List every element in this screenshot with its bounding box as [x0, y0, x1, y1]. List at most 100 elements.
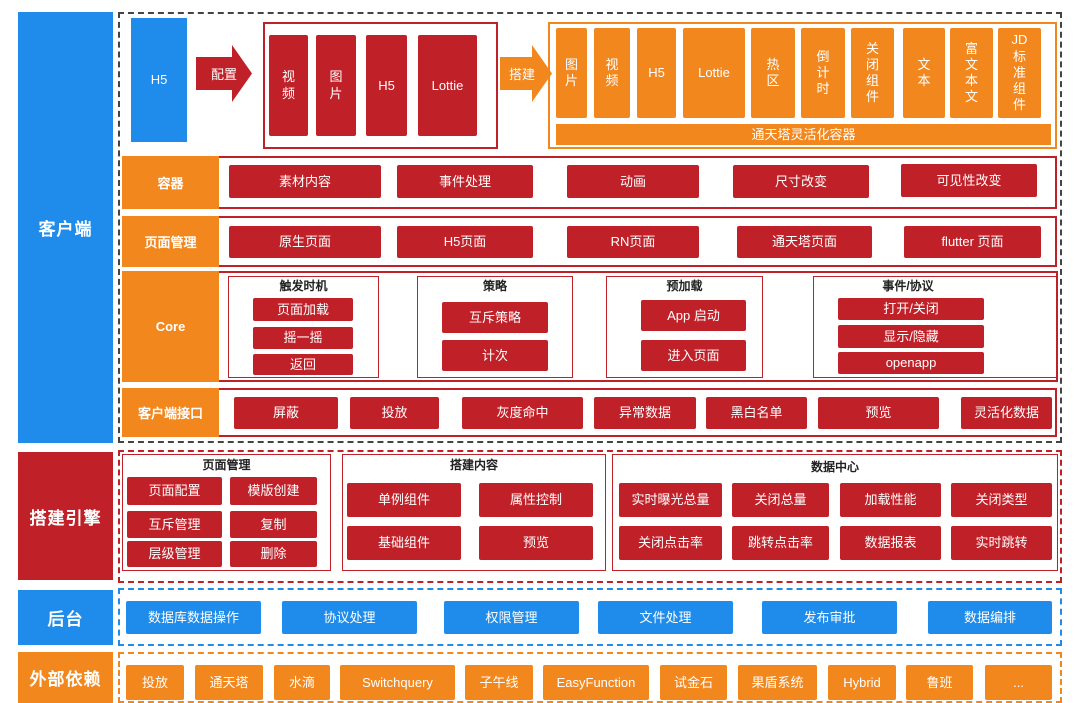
- interface-item: 黑白名单: [706, 397, 807, 429]
- material-item: 视频: [269, 35, 308, 136]
- external-item: Hybrid: [828, 665, 896, 700]
- component-item: 富文本文: [950, 28, 993, 118]
- external-item: EasyFunction: [543, 665, 649, 700]
- builder-section-label: 搭建引擎: [18, 452, 113, 580]
- component-label: 倒计时: [816, 48, 830, 97]
- builder-item: 预览: [479, 526, 593, 560]
- page-type-item: 通天塔页面: [737, 226, 872, 258]
- backend-region: [118, 588, 1062, 646]
- container-item: 事件处理: [397, 165, 533, 198]
- core-group-events: [813, 276, 1057, 378]
- component-item: 文本: [903, 28, 945, 118]
- interface-item: 灰度命中: [462, 397, 583, 429]
- builder-group-title: 页面管理: [202, 458, 251, 472]
- container-row-label: 容器: [122, 156, 219, 209]
- material-item: Lottie: [418, 35, 477, 136]
- core-item: 计次: [442, 340, 548, 371]
- component-item: JD标准组件: [998, 28, 1041, 118]
- component-item: 倒计时: [801, 28, 845, 118]
- builder-item: 加载性能: [840, 483, 941, 517]
- core-group-trigger: [228, 276, 379, 378]
- builder-item: 关闭总量: [732, 483, 829, 517]
- backend-item: 权限管理: [444, 601, 579, 634]
- external-item: 通天塔: [195, 665, 263, 700]
- core-row-label: Core: [122, 271, 219, 382]
- page-type-item: flutter 页面: [904, 226, 1041, 258]
- page-type-item: RN页面: [567, 226, 699, 258]
- container-item: 素材内容: [229, 165, 381, 198]
- materials-group: [263, 22, 498, 149]
- component-item: 图片: [556, 28, 587, 118]
- external-item: 投放: [126, 665, 184, 700]
- core-group-title: 策略: [482, 279, 507, 293]
- backend-item: 数据编排: [928, 601, 1052, 634]
- component-item: Lottie: [683, 28, 745, 118]
- builder-item: 复制: [230, 511, 317, 538]
- interface-item: 投放: [350, 397, 439, 429]
- external-item: ...: [985, 665, 1052, 700]
- builder-group-content: [342, 454, 606, 571]
- builder-item: 关闭类型: [951, 483, 1052, 517]
- builder-item: 页面配置: [127, 477, 222, 505]
- material-label: 图片: [329, 69, 343, 101]
- external-item: 子午线: [465, 665, 533, 700]
- external-item: 试金石: [660, 665, 727, 700]
- builder-item: 实时跳转: [951, 526, 1052, 560]
- core-item: 摇一摇: [253, 327, 353, 349]
- builder-item: 模版创建: [230, 477, 317, 505]
- interface-item: 屏蔽: [234, 397, 338, 429]
- backend-item: 发布审批: [762, 601, 897, 634]
- external-item: 水滴: [274, 665, 330, 700]
- builder-group-title: 数据中心: [810, 460, 859, 474]
- builder-item: 属性控制: [479, 483, 593, 517]
- flex-container-bar: 通天塔灵活化容器: [556, 124, 1051, 145]
- core-group-preload: [606, 276, 763, 378]
- components-group: [548, 22, 1057, 149]
- builder-region: [118, 450, 1062, 583]
- page-type-item: 原生页面: [229, 226, 381, 258]
- component-label: 热区: [766, 56, 780, 88]
- component-item: 关闭组件: [851, 28, 894, 118]
- external-item: 果盾系统: [738, 665, 817, 700]
- builder-item: 删除: [230, 541, 317, 567]
- page-type-item: H5页面: [397, 226, 533, 258]
- builder-group-page-management: [122, 454, 331, 571]
- material-item: H5: [366, 35, 407, 136]
- backend-item: 数据库数据操作: [126, 601, 261, 634]
- core-item: 显示/隐藏: [838, 325, 984, 348]
- material-label: 视频: [281, 69, 295, 101]
- config-arrow-label: 配置: [210, 67, 237, 82]
- config-arrow: [196, 45, 252, 102]
- container-item: 尺寸改变: [733, 165, 869, 198]
- container-item: 可见性改变: [901, 164, 1037, 197]
- component-label: 富文本文: [964, 40, 978, 105]
- core-item: 进入页面: [641, 340, 746, 371]
- builder-item: 基础组件: [347, 526, 461, 560]
- component-label: 文本: [917, 56, 931, 88]
- external-item: 鲁班: [906, 665, 973, 700]
- material-item: 图片: [316, 35, 356, 136]
- core-group-title: 预加载: [666, 279, 703, 293]
- build-arrow: [500, 45, 552, 102]
- builder-group-title: 搭建内容: [449, 458, 498, 472]
- builder-item: 单例组件: [347, 483, 461, 517]
- core-item: 打开/关闭: [838, 298, 984, 320]
- component-label: JD标准组件: [1011, 32, 1028, 113]
- builder-item: 跳转点击率: [732, 526, 829, 560]
- container-item: 动画: [567, 165, 699, 198]
- builder-item: 互斥管理: [127, 511, 222, 538]
- builder-item: 层级管理: [127, 541, 222, 567]
- external-region: [118, 652, 1062, 703]
- builder-item: 关闭点击率: [619, 526, 722, 560]
- external-section-label: 外部依赖: [18, 652, 113, 703]
- builder-item: 数据报表: [840, 526, 941, 560]
- component-label: 关闭组件: [865, 40, 879, 105]
- core-group-title: 触发时机: [279, 279, 328, 293]
- backend-section-label: 后台: [18, 590, 113, 645]
- external-item: Switchquery: [340, 665, 455, 700]
- client-section-label: 客户端: [18, 12, 113, 443]
- client-region: [118, 12, 1062, 443]
- client-interface-row-label: 客户端接口: [122, 388, 219, 437]
- core-group-title: 事件/协议: [882, 279, 934, 293]
